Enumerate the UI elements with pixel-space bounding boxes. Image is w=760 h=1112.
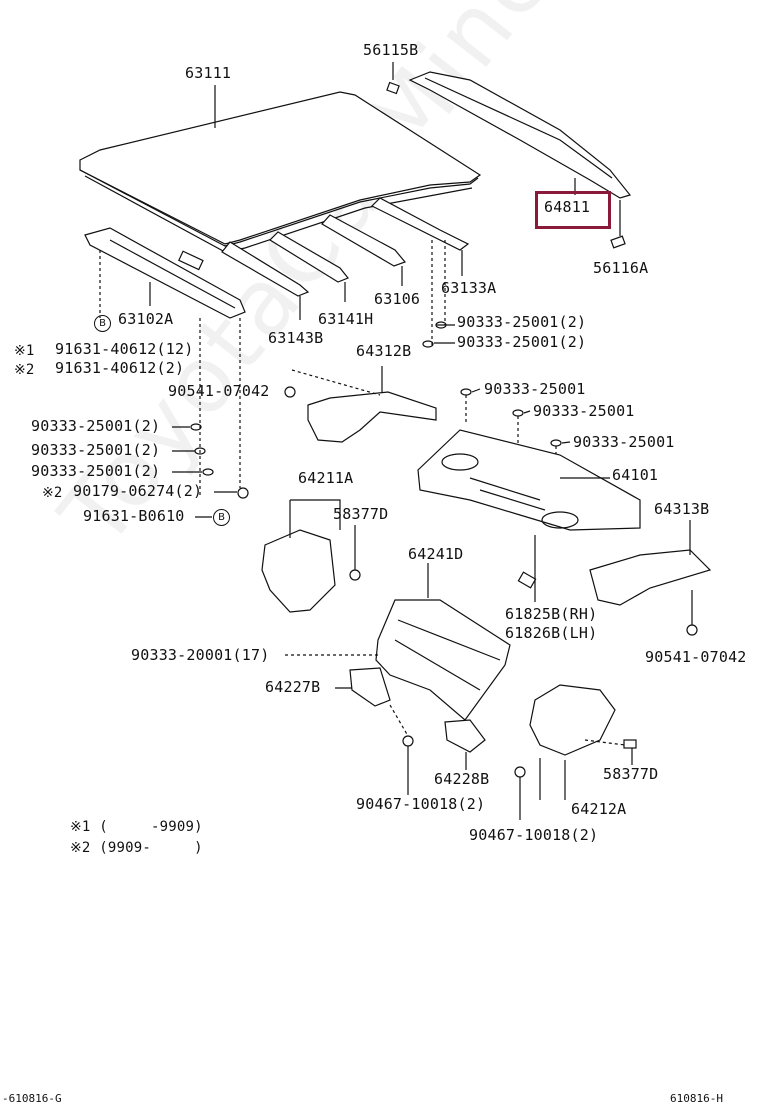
footer-code-left: -610816-G: [2, 1092, 62, 1105]
label-56115b[interactable]: 56115B: [363, 41, 419, 59]
label-90541-07042-a[interactable]: 90541-07042: [168, 382, 270, 400]
label-63143b[interactable]: 63143B: [268, 329, 324, 347]
label-91631-40612-2[interactable]: 91631-40612(2): [55, 359, 185, 377]
label-90467-10018-b[interactable]: 90467-10018(2): [469, 826, 599, 844]
highlight-box-64811: [535, 191, 611, 229]
label-58377d-b[interactable]: 58377D: [603, 765, 659, 783]
circle-b-mark-top: B: [94, 315, 111, 332]
label-90333-20001-17[interactable]: 90333-20001(17): [131, 646, 270, 664]
label-90333-25001-2d[interactable]: 90333-25001(2): [31, 441, 161, 459]
circle-b-mark-bottom: B: [213, 509, 230, 526]
fastener-leaders: [190, 240, 562, 499]
label-91631-b0610[interactable]: 91631-B0610: [83, 507, 185, 525]
label-63102a[interactable]: 63102A: [118, 310, 174, 328]
note-mark-2: ※2: [14, 362, 35, 378]
label-64101[interactable]: 64101: [612, 466, 659, 484]
small-brackets-drawing: [335, 667, 526, 820]
label-64312b[interactable]: 64312B: [356, 342, 412, 360]
legend-row-2: ※2 (9909- ): [70, 840, 203, 856]
label-90333-25001-2c[interactable]: 90333-25001(2): [31, 417, 161, 435]
label-64313b[interactable]: 64313B: [654, 500, 710, 518]
label-64227b[interactable]: 64227B: [265, 678, 321, 696]
label-64811[interactable]: 64811: [544, 198, 591, 216]
label-63141h[interactable]: 63141H: [318, 310, 374, 328]
package-tray-drawing: [417, 429, 641, 602]
roof-bows-drawing: [221, 197, 470, 320]
legend-row-1: ※1 ( -9909): [70, 819, 203, 835]
label-90333-25001-b[interactable]: 90333-25001: [533, 402, 635, 420]
label-90467-10018-a[interactable]: 90467-10018(2): [356, 795, 486, 813]
label-56116a[interactable]: 56116A: [593, 259, 649, 277]
label-64241d[interactable]: 64241D: [408, 545, 464, 563]
label-64211a[interactable]: 64211A: [298, 469, 354, 487]
panel-64241d-drawing: [285, 563, 511, 721]
rear-cover-drawing: [386, 62, 632, 249]
label-64212a[interactable]: 64212A: [571, 800, 627, 818]
label-61825b[interactable]: 61825B(RH): [505, 605, 598, 623]
note-mark-2b: ※2: [42, 485, 63, 501]
label-58377d-a[interactable]: 58377D: [333, 505, 389, 523]
label-91631-40612-12[interactable]: 91631-40612(12): [55, 340, 194, 358]
label-64228b[interactable]: 64228B: [434, 770, 490, 788]
brackets-side-drawing: [261, 499, 712, 636]
label-63133a[interactable]: 63133A: [441, 279, 497, 297]
label-90333-25001-2a[interactable]: 90333-25001(2): [457, 313, 587, 331]
label-63111[interactable]: 63111: [185, 64, 232, 82]
label-90179-06274-2[interactable]: 90179-06274(2): [73, 482, 203, 500]
label-90333-25001-c[interactable]: 90333-25001: [573, 433, 675, 451]
label-90333-25001-2e[interactable]: 90333-25001(2): [31, 462, 161, 480]
label-61826b[interactable]: 61826B(LH): [505, 624, 598, 642]
label-90333-25001-2b[interactable]: 90333-25001(2): [457, 333, 587, 351]
bracket-64212a-drawing: [529, 684, 637, 800]
footer-code-right: 610816-H: [670, 1092, 723, 1105]
roof-panel-drawing: [79, 85, 482, 253]
side-rail-drawing: [84, 227, 246, 495]
bracket-64312b-drawing: [291, 366, 437, 443]
left-leaders: [172, 324, 571, 518]
label-63106[interactable]: 63106: [374, 290, 421, 308]
label-90541-07042-b[interactable]: 90541-07042: [645, 648, 747, 666]
note-mark-1: ※1: [14, 343, 35, 359]
label-90333-25001-a[interactable]: 90333-25001: [484, 380, 586, 398]
